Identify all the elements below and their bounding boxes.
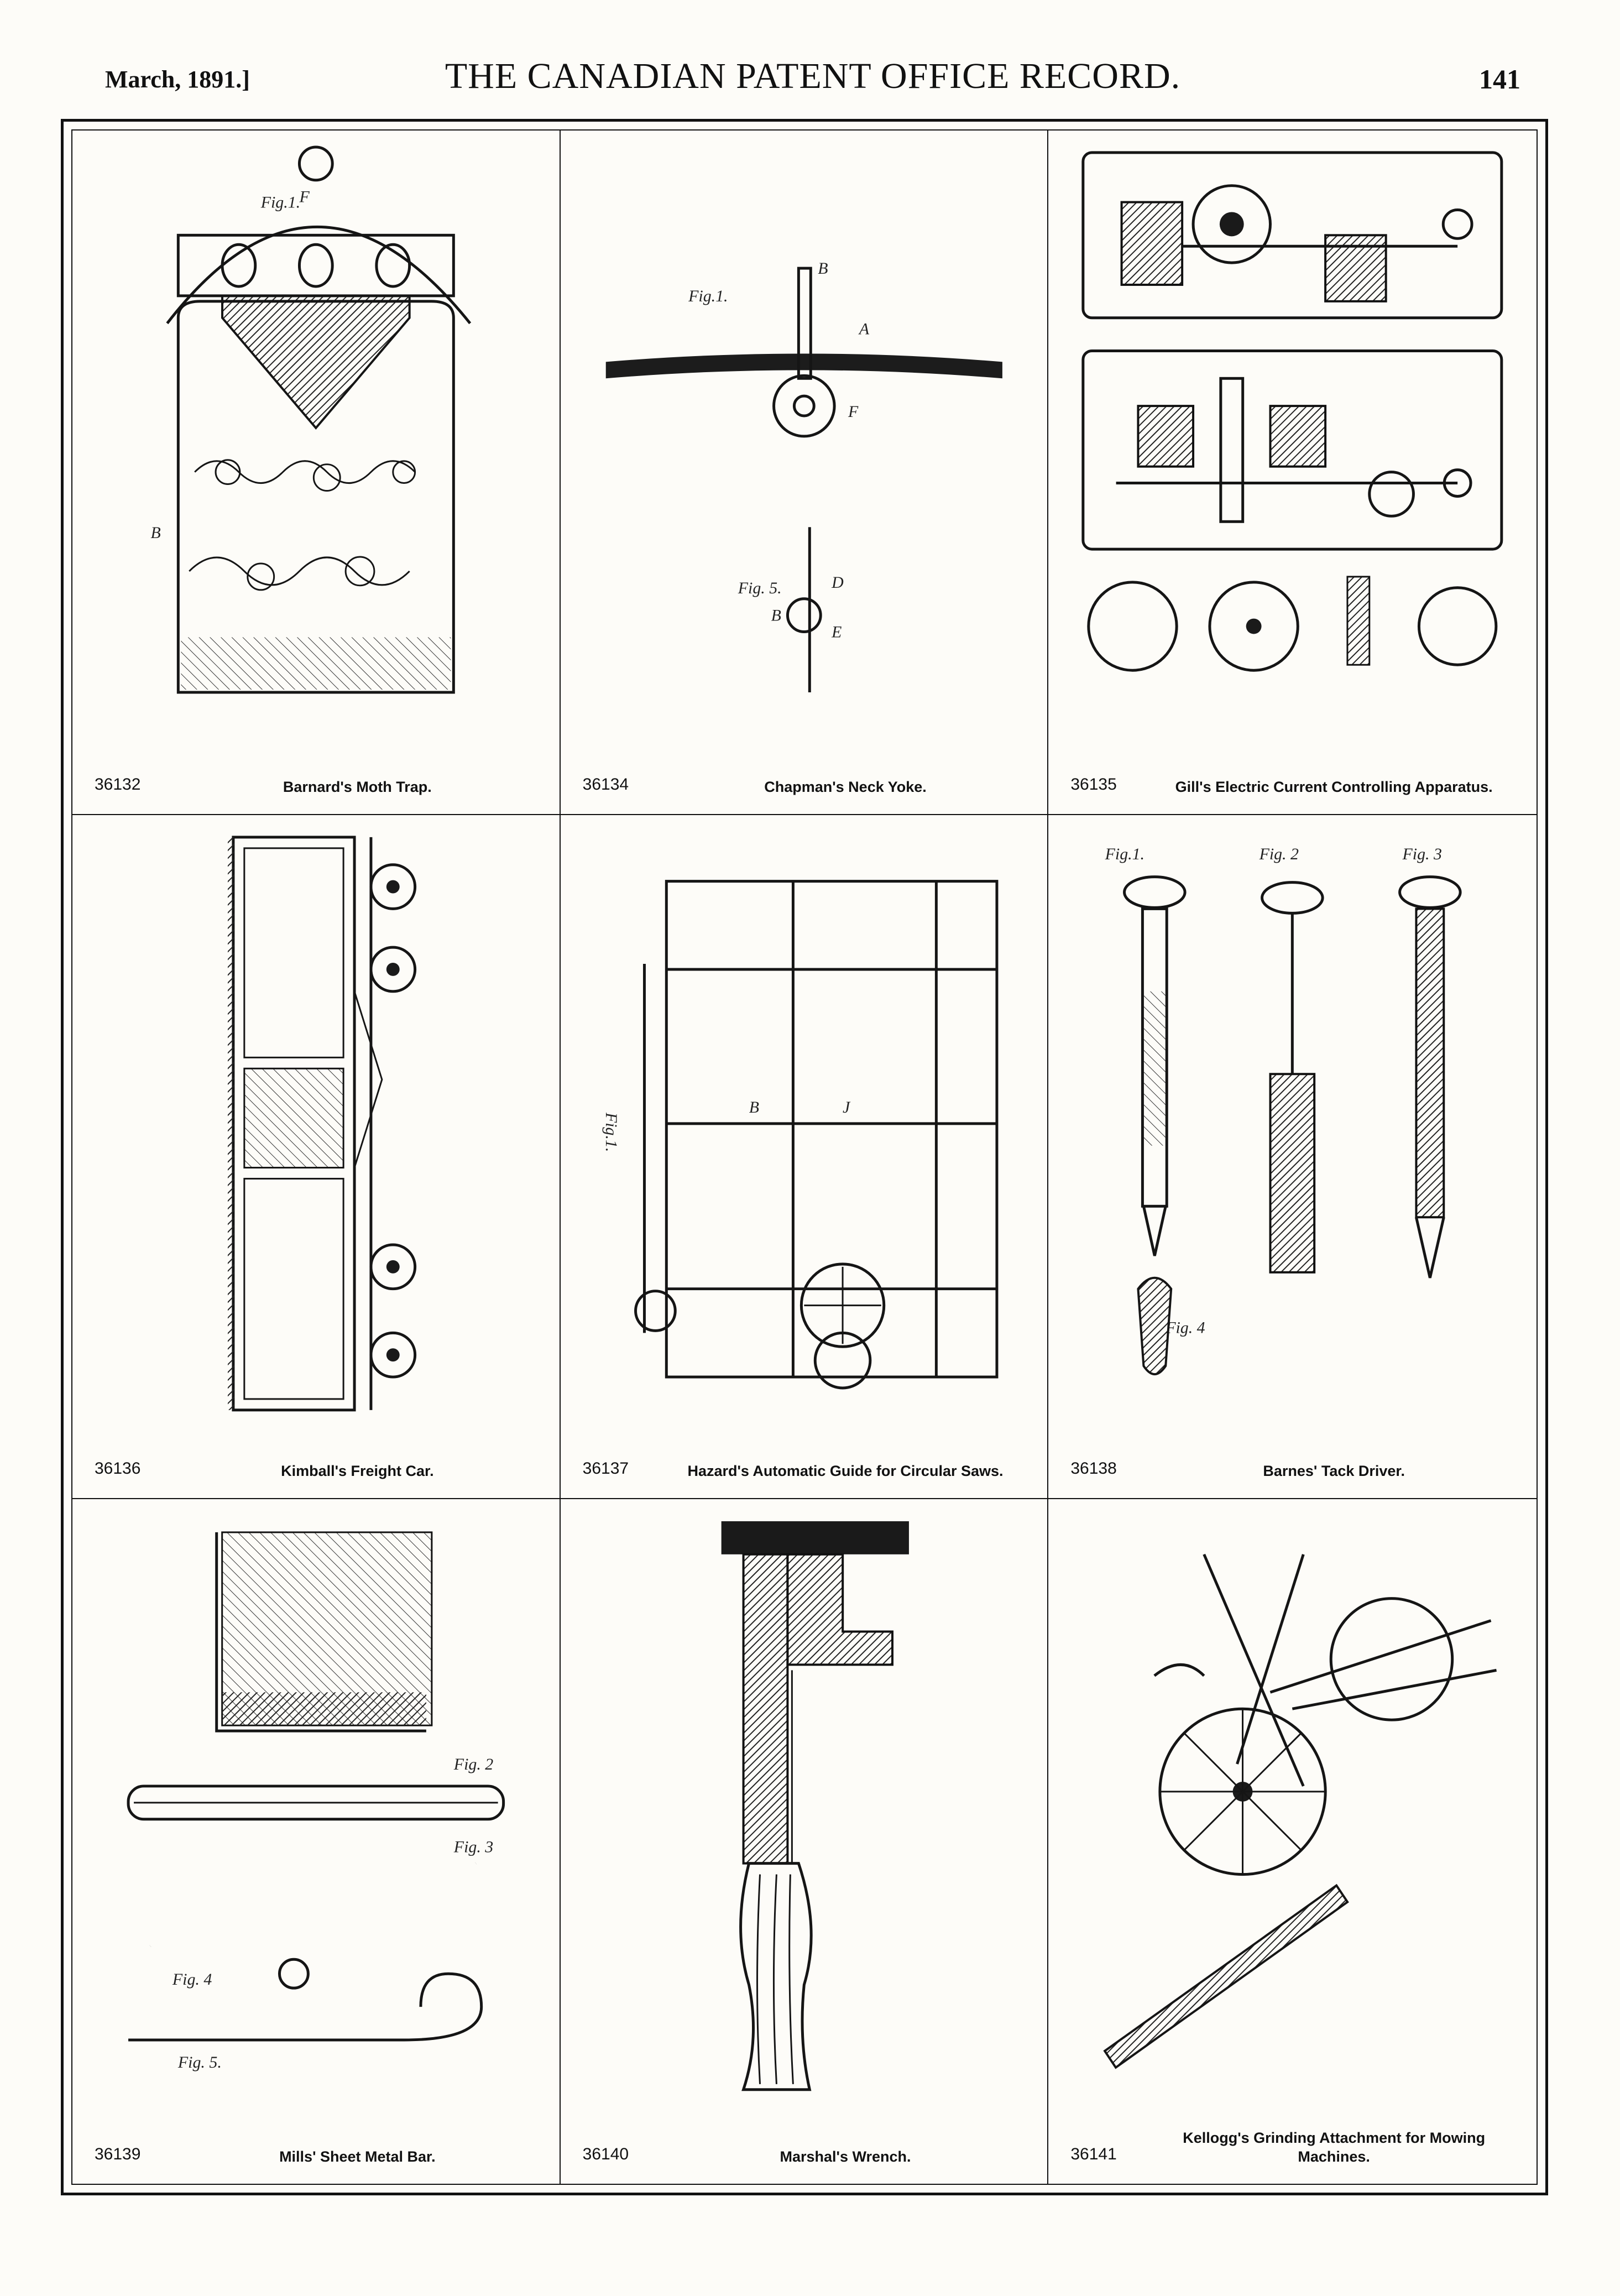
patent-title: Marshal's Wrench. [780,2148,911,2165]
publication-title: THE CANADIAN PATENT OFFICE RECORD. [445,56,1181,96]
svg-text:F: F [848,403,859,421]
svg-text:B: B [749,1098,759,1116]
caption: 36141 Kellogg's Grinding Attachment for … [1070,2121,1520,2174]
caption: 36138 Barnes' Tack Driver. [1070,1435,1520,1488]
fig1-label: Fig.1. [1105,844,1145,863]
caption: 36137 Hazard's Automatic Guide for Circu… [583,1435,1031,1488]
patent-title: Kimball's Freight Car. [281,1463,434,1480]
wrench-drawing [577,1510,1031,2117]
electric-apparatus-drawing [1065,142,1520,748]
patent-number: 36136 [95,1459,141,1478]
svg-text:A: A [858,320,870,338]
svg-text:E: E [831,623,842,641]
patent-title: Gill's Electric Current Controlling Appa… [1175,778,1493,795]
patent-number: 36141 [1070,2144,1117,2163]
svg-text:B: B [818,259,828,278]
patent-title: Chapman's Neck Yoke. [764,778,927,795]
caption: 36135 Gill's Electric Current Controllin… [1070,751,1520,804]
svg-text:B: B [151,524,161,542]
illustration-frame: Fig.1. B F [61,119,1548,2195]
caption: 36134 Chapman's Neck Yoke. [583,751,1031,804]
patent-cell-tack-driver: Fig.1. Fig. 2 Fig. 3 Fig. 4 [1048,815,1537,1500]
fig1-label: Fig.1. [260,194,300,212]
patent-cell-wrench: 36140 Marshal's Wrench. [561,1499,1049,2184]
patent-grid: Fig.1. B F [71,129,1538,2185]
patent-title: Barnes' Tack Driver. [1263,1463,1405,1480]
svg-text:J: J [843,1098,851,1116]
caption: 36139 Mills' Sheet Metal Bar. [95,2121,543,2174]
fig3-label: Fig. 3 [453,1838,493,1856]
fig3-label: Fig. 3 [1402,844,1442,863]
tack-driver-drawing: Fig.1. Fig. 2 Fig. 3 Fig. 4 [1065,826,1520,1432]
patent-cell-sheet-metal-bar: Fig. 2 Fig. 3 Fig. 4 Fig. 5. 36139 Mills… [72,1499,561,2184]
patent-title: Kellogg's Grinding Attachment for Mowing… [1183,2129,1486,2165]
patent-number: 36138 [1070,1459,1117,1478]
patent-number: 36137 [582,1459,629,1478]
patent-number: 36140 [582,2144,629,2163]
moth-trap-drawing: Fig.1. B F [89,142,543,748]
page-number: 141 [1479,64,1520,95]
neck-yoke-drawing: Fig.1. B A F Fig. 5. D B E [577,142,1031,748]
grinding-attachment-drawing [1065,1510,1520,2117]
patent-title: Mills' Sheet Metal Bar. [279,2148,436,2165]
sheet-metal-bar-drawing: Fig. 2 Fig. 3 Fig. 4 Fig. 5. [89,1510,543,2117]
patent-cell-grinding-attachment: 36141 Kellogg's Grinding Attachment for … [1048,1499,1537,2184]
page-header: March, 1891.] THE CANADIAN PATENT OFFICE… [105,55,1520,105]
fig5-label: Fig. 5. [737,579,781,597]
patent-cell-freight-car: 36136 Kimball's Freight Car. [72,815,561,1500]
issue-date: March, 1891.] [105,66,250,93]
fig4-label: Fig. 4 [172,1970,212,1989]
fig5-label: Fig. 5. [177,2053,222,2071]
patent-number: 36134 [582,775,629,794]
fig1-label: Fig.1. [602,1112,620,1152]
patent-cell-neck-yoke: Fig.1. B A F Fig. 5. D B E 36134 [560,131,1049,815]
patent-title: Hazard's Automatic Guide for Circular Sa… [687,1463,1004,1480]
patent-number: 36139 [95,2144,141,2163]
patent-number: 36135 [1070,775,1117,794]
patent-cell-electric-apparatus: 36135 Gill's Electric Current Controllin… [1048,131,1537,815]
patent-title: Barnard's Moth Trap. [283,778,432,795]
saw-guide-drawing: Fig.1. B J [577,826,1031,1432]
svg-text:D: D [831,573,844,592]
fig4-label: Fig. 4 [1166,1318,1205,1337]
svg-text:F: F [299,188,310,206]
svg-text:B: B [771,607,781,625]
fig2-label: Fig. 2 [453,1755,494,1773]
fig2-label: Fig. 2 [1259,844,1299,863]
caption: 36136 Kimball's Freight Car. [95,1435,543,1488]
patent-cell-moth-trap: Fig.1. B F [72,131,561,815]
caption: 36140 Marshal's Wrench. [583,2121,1031,2174]
patent-cell-saw-guide: Fig.1. B J 36137 [560,815,1049,1500]
patent-number: 36132 [95,775,141,794]
caption: 36132 Barnard's Moth Trap. [95,751,543,804]
fig1-label: Fig.1. [688,287,728,305]
freight-car-drawing [89,826,543,1432]
